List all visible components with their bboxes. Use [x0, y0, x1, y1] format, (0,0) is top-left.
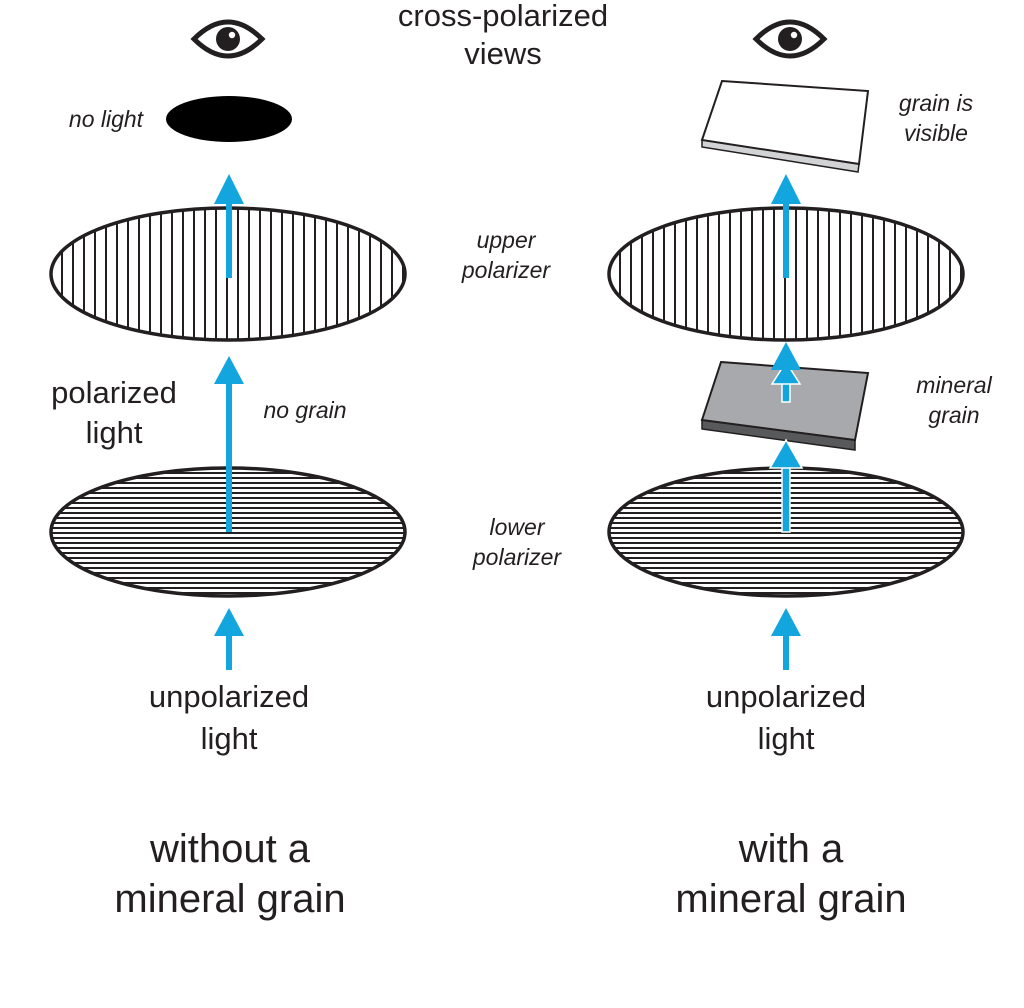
no-light-label: no light [69, 106, 145, 132]
dark-view-ellipse [166, 96, 292, 142]
caption-right-line2: mineral grain [675, 877, 906, 921]
grain-visible-label-line1: grain is [899, 90, 974, 116]
unpolarized-light-left-line1: unpolarized [149, 679, 309, 714]
caption-left-line1: without a [149, 827, 311, 871]
light-arrow-right-bottom [771, 608, 801, 670]
unpolarized-light-left-line2: light [201, 721, 258, 756]
light-arrow-left-bottom [214, 608, 244, 670]
caption-left-line2: mineral grain [114, 877, 345, 921]
mineral-grain-label-line1: mineral [916, 372, 992, 398]
lower-polarizer-label-line2: polarizer [472, 544, 563, 570]
light-arrow-left-top [214, 174, 244, 278]
light-arrow-right-lower [768, 438, 804, 533]
visible-grain-block [700, 79, 870, 173]
upper-polarizer-left [49, 206, 407, 342]
header-title-line2: views [464, 36, 542, 71]
eye-icon [190, 19, 266, 59]
upper-polarizer-label-line2: polarizer [461, 257, 552, 283]
unpolarized-light-right-line2: light [758, 721, 815, 756]
eye-icon [752, 19, 828, 59]
header-title-line1: cross-polarized [398, 0, 608, 33]
lower-polarizer-label-line1: lower [490, 514, 546, 540]
unpolarized-light-right-line1: unpolarized [706, 679, 866, 714]
light-arrow-right-middle [771, 342, 801, 374]
mineral-grain-label-line2: grain [928, 402, 979, 428]
polarized-light-label-line1: polarized [51, 375, 177, 410]
polarized-light-label-line2: light [86, 415, 143, 450]
upper-polarizer-label-line1: upper [477, 227, 537, 253]
grain-visible-label-line2: visible [904, 120, 968, 146]
light-arrow-right-top [771, 174, 801, 278]
light-arrow-left-middle [214, 356, 244, 532]
caption-right-line1: with a [738, 827, 844, 871]
no-grain-label: no grain [263, 397, 346, 423]
